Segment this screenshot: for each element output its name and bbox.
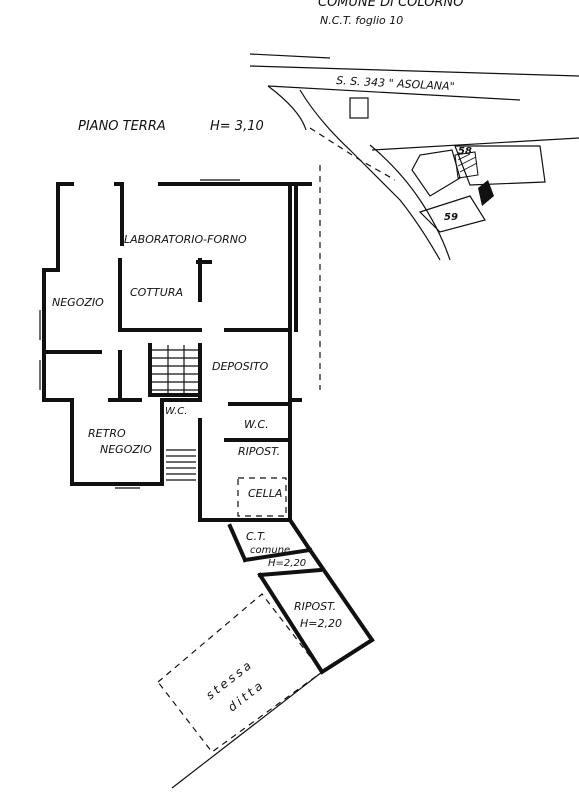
room-retro-negozio-line2: NEGOZIO — [100, 443, 152, 456]
room-ripost: RIPOST. — [238, 445, 280, 458]
parcel-58-label: 58 — [458, 146, 472, 157]
building-walls — [42, 182, 375, 675]
cella-box — [237, 477, 287, 517]
room-ct-line1: C.T. — [246, 530, 266, 543]
comune-label: COMUNE DI COLORNO — [318, 0, 463, 10]
room-ct-line3: H=2,20 — [268, 558, 306, 569]
openings — [39, 179, 240, 489]
room-negozio: NEGOZIO — [52, 296, 104, 309]
room-cottura: COTTURA — [130, 286, 183, 299]
cadastral-buildings — [349, 97, 546, 233]
floor-height: H= 3,10 — [210, 119, 264, 134]
room-wc-left: W.C. — [165, 406, 187, 417]
room-ripost-lower-line2: H=2,20 — [300, 617, 342, 630]
room-laboratorio-forno: LABORATORIO-FORNO — [124, 233, 247, 246]
room-retro-negozio-line1: RETRO — [88, 427, 126, 440]
floor-title: PIANO TERRA — [78, 119, 166, 134]
stessa-ditta-edge — [171, 671, 323, 789]
room-ripost-lower-line1: RIPOST. — [294, 600, 336, 613]
road-name-label: S. S. 343 " ASOLANA" — [336, 74, 455, 93]
nct-foglio-label: N.C.T. foglio 10 — [320, 14, 403, 27]
room-deposito: DEPOSITO — [212, 360, 269, 373]
room-wc-right: W.C. — [244, 418, 269, 431]
parcel-59-label: 59 — [444, 212, 458, 223]
road-ss343 — [249, 53, 579, 261]
room-ct-line2: comune — [250, 545, 290, 556]
staircase — [152, 345, 198, 481]
room-cella: CELLA — [248, 487, 282, 500]
